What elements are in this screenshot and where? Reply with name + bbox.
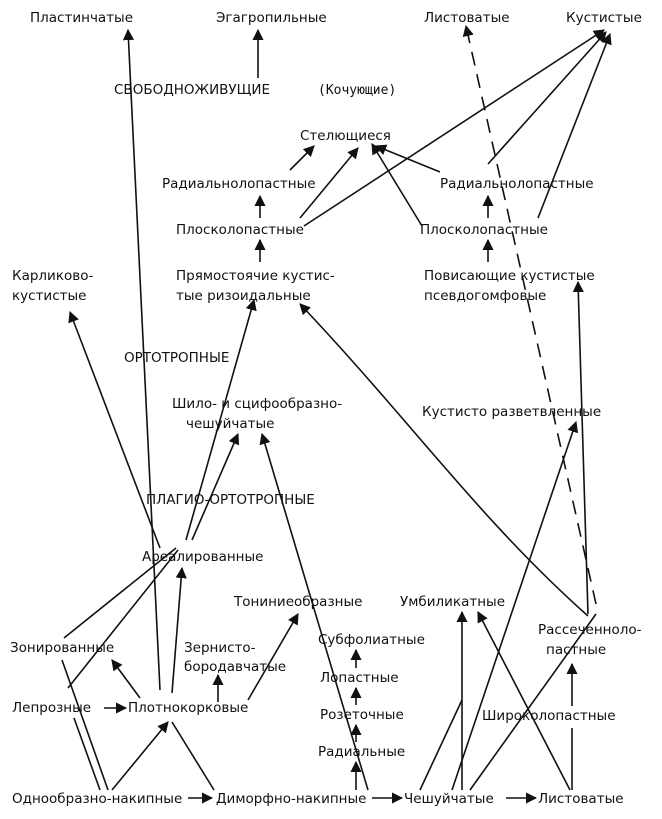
node-subfoliatnye: Субфолиатные bbox=[318, 632, 425, 648]
node-shilo-line2: чешуйчатые bbox=[186, 416, 274, 432]
edge-plotnokorkovye-zonirovannye bbox=[111, 659, 141, 699]
node-rassechennolo-line1: Рассеченноло- bbox=[538, 622, 642, 638]
edge-cheshuychatye-kustisto bbox=[451, 420, 579, 791]
edge-listovatye-umbilikatnye bbox=[477, 611, 571, 791]
edge-zonirovannye-arealirovannye bbox=[63, 547, 177, 639]
node-leproznye: Лепрозные bbox=[12, 700, 91, 716]
edge-rassechenno-listovatye-top bbox=[462, 24, 597, 605]
node-povisayushchie-line1: Повисающие кустистые bbox=[424, 268, 595, 284]
node-dimorfno-nakipnye: Диморфно-накипные bbox=[216, 791, 366, 807]
node-pryamostoyachie-line1: Прямостоячие кустис- bbox=[176, 268, 335, 284]
node-zernisto-line1: Зернисто- bbox=[184, 640, 256, 656]
node-kustisto-razvetvlennye: Кустисто разветвленные bbox=[422, 404, 601, 420]
edge-rassechenno-povisayushchie bbox=[572, 280, 589, 615]
edge-cheshuychatye-umbil-right bbox=[419, 699, 463, 791]
edge-plosko-right-stel bbox=[371, 143, 423, 227]
node-arealirovannye: Ареалированные bbox=[142, 549, 263, 565]
edge-plosko-left-kustistye bbox=[303, 29, 605, 227]
edge-plosko-right-kustistye bbox=[537, 32, 612, 219]
node-rassechennolo-line2: пастные bbox=[546, 642, 606, 658]
node-plagio-ortotropnye: ПЛАГИО-ОРТОТРОПНЫЕ bbox=[146, 492, 315, 508]
edge-plotnokorkovye-arealirovannye bbox=[171, 566, 187, 694]
node-umbilikatnye: Умбиликатные bbox=[400, 594, 505, 610]
edge-odnoobrazno-plotnokorkovye bbox=[111, 721, 169, 791]
node-plastinchatye: Пластинчатые bbox=[30, 10, 133, 26]
node-shilo-line1: Шило- и сцифообразно- bbox=[172, 396, 342, 412]
edge-plosko-left-stel bbox=[299, 147, 359, 219]
node-karlikovo-line1: Карликово- bbox=[12, 268, 93, 284]
node-ploskolopastnye-right: Плосколопастные bbox=[420, 222, 548, 238]
node-plotnokorkovye: Плотнокорковые bbox=[128, 700, 248, 716]
node-povisayushchie-line2: псевдогомфовые bbox=[424, 288, 546, 304]
edge-odnoobrazno-zonirovannye bbox=[61, 659, 109, 791]
node-cheshuychatye: Чешуйчатые bbox=[404, 791, 494, 807]
edges bbox=[61, 24, 612, 804]
node-pryamostoyachie-line2: тые ризоидальные bbox=[176, 288, 311, 304]
node-svobodnozhivushchie: СВОБОДНОЖИВУЩИЕ bbox=[114, 82, 270, 98]
node-stelyushchiesya: Стелющиеся bbox=[300, 128, 391, 144]
edge-plotnokorkovye-toninieobraznye bbox=[247, 613, 299, 701]
edge-dimorfno-plotnokorkovye bbox=[171, 721, 215, 791]
node-rozetochnye: Розеточные bbox=[320, 707, 404, 723]
node-lopastnye: Лопастные bbox=[320, 670, 399, 686]
node-karlikovo-line2: кустистые bbox=[12, 288, 86, 304]
edge-radial-right-kustistye bbox=[487, 31, 607, 165]
node-zernisto-line2: бородавчатые bbox=[184, 659, 286, 675]
edge-cheshuychatye-rassechenno bbox=[469, 613, 597, 791]
node-radialnolopastnye-right: Радиальнолопастные bbox=[440, 176, 594, 192]
edge-leproznye-arealirovannye bbox=[67, 549, 179, 689]
edge-rassechenno-pryamostoyachie bbox=[299, 303, 589, 617]
node-odnoobrazno-nakipnye: Однообразно-накипные bbox=[12, 791, 182, 807]
node-kochuyushchie: (Кочующие) bbox=[318, 83, 396, 98]
edge-arealirovannye-pryamostoyachie bbox=[185, 298, 257, 541]
nodes: Пластинчатые Эгагропильные Листоватые Ку… bbox=[10, 10, 642, 807]
node-listovatye-top: Листоватые bbox=[424, 10, 510, 26]
node-ortotropnye: ОРТОТРОПНЫЕ bbox=[124, 350, 229, 366]
node-radialnolopastnye-left: Радиальнолопастные bbox=[162, 176, 316, 192]
edge-arealirovannye-shilo bbox=[191, 432, 240, 541]
node-kustistye-top: Кустистые bbox=[566, 10, 642, 26]
node-ploskolopastnye-left: Плосколопастные bbox=[176, 222, 304, 238]
node-egagropilnye: Эгагропильные bbox=[216, 10, 327, 26]
node-shirokolopastnye: Широколопастные bbox=[482, 708, 616, 724]
edge-dimorfno-shilo bbox=[259, 432, 369, 791]
node-zonirovannye: Зонированные bbox=[10, 640, 114, 656]
node-radialnye: Радиальные bbox=[318, 744, 405, 760]
edge-odnoobrazno-leproznye bbox=[73, 717, 101, 791]
edge-radial-left-stel bbox=[289, 145, 315, 171]
node-toninieobraznye: Тониниеобразные bbox=[233, 594, 362, 610]
node-listovatye-bottom: Листоватые bbox=[538, 791, 624, 807]
edge-odnoobrazno-karlikovo bbox=[68, 310, 161, 549]
